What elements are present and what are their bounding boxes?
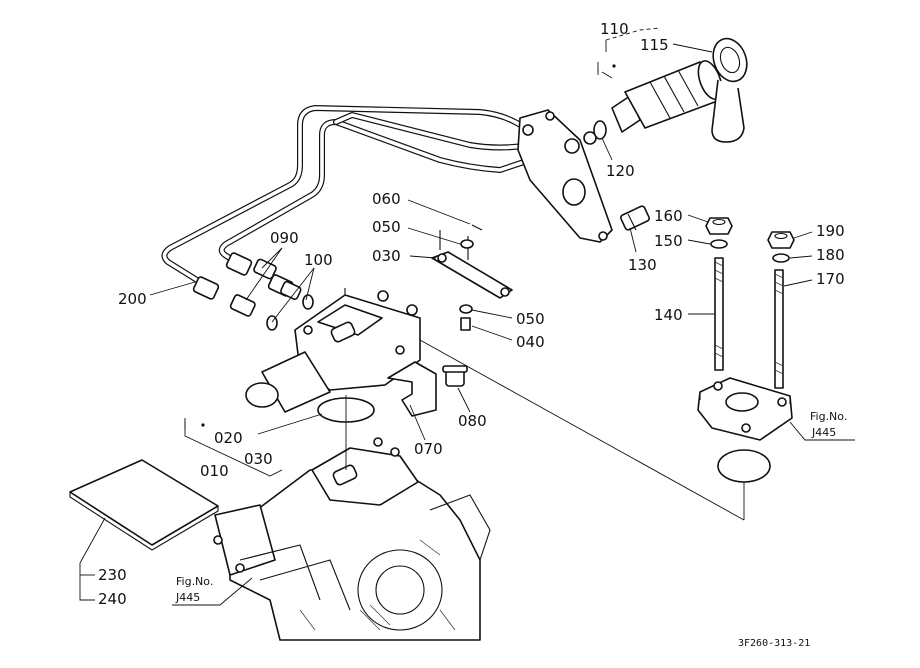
fig-ref-left-line1: Fig.No.	[176, 575, 213, 588]
nut-190	[767, 231, 795, 249]
label-050-top: 050	[372, 218, 401, 236]
label-130: 130	[628, 256, 657, 274]
label-090: 090	[270, 229, 299, 247]
label-040: 040	[516, 333, 545, 351]
label-150: 150	[654, 232, 683, 250]
washer-150	[710, 239, 728, 249]
label-170: 170	[816, 270, 845, 288]
label-080: 080	[458, 412, 487, 430]
label-230: 230	[98, 566, 127, 584]
fig-ref-right-line1: Fig.No.	[810, 410, 847, 423]
fig-ref-left-line2: J445	[175, 591, 200, 604]
label-160: 160	[654, 207, 683, 225]
label-140: 140	[654, 306, 683, 324]
nut-160	[705, 217, 733, 235]
transmission-housing	[213, 437, 491, 641]
small-hardware	[459, 224, 483, 331]
label-200: 200	[118, 290, 147, 308]
label-240: 240	[98, 590, 127, 608]
label-115: 115	[640, 36, 669, 54]
label-030-top: 030	[372, 247, 401, 265]
washer-180	[772, 253, 790, 263]
bracket-070	[387, 361, 437, 417]
ref-dot-110	[612, 64, 616, 68]
quick-coupler	[593, 37, 748, 143]
label-120: 120	[606, 162, 635, 180]
flange-block	[697, 377, 793, 441]
ref-dot-010	[201, 423, 205, 427]
o-ring-flange	[717, 449, 771, 483]
fig-ref-right-line2: J445	[811, 426, 836, 439]
part-labels: 110 115 120 130 160 150 140 190 180 170 …	[98, 20, 847, 649]
fitting-130	[620, 205, 650, 231]
label-190: 190	[816, 222, 845, 240]
label-180: 180	[816, 246, 845, 264]
pipe-fittings-left	[192, 252, 314, 331]
lever-bracket-030	[431, 230, 513, 299]
label-060: 060	[372, 190, 401, 208]
label-110: 110	[600, 20, 629, 38]
control-valve	[245, 288, 421, 413]
label-050-lower: 050	[516, 310, 545, 328]
label-020: 020	[214, 429, 243, 447]
label-100: 100	[304, 251, 333, 269]
document-code: 3F260-313-21	[738, 638, 810, 649]
cover-plate-edge	[69, 492, 219, 551]
cover-plate-230	[69, 459, 219, 546]
label-070: 070	[414, 440, 443, 458]
pipe-bracket	[517, 109, 613, 243]
plug-080	[442, 365, 468, 387]
hydraulic-pipes	[161, 105, 573, 288]
label-010: 010	[200, 462, 229, 480]
stud-140	[714, 257, 724, 371]
label-030-lower: 030	[244, 450, 273, 468]
stud-170	[774, 269, 784, 389]
